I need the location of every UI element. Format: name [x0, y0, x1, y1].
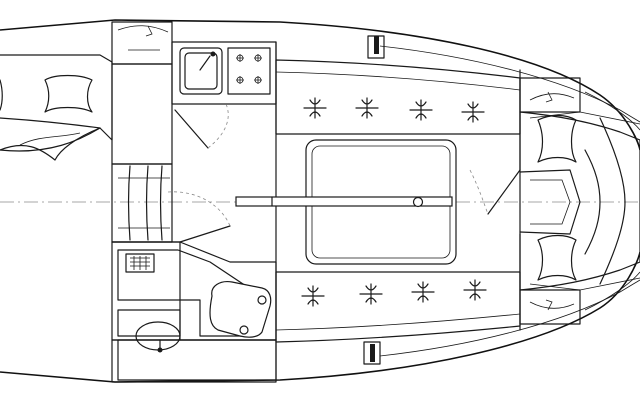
forward-v-berth — [469, 69, 640, 331]
chainplate-top — [374, 36, 379, 54]
settee-top-back — [275, 71, 521, 91]
aft-bulkhead — [111, 63, 173, 165]
hatch-icon — [529, 91, 575, 103]
hatch-icon — [529, 299, 575, 311]
aft-bedsheet-crease — [19, 132, 81, 146]
v-berth-centre — [519, 169, 581, 235]
chainplate-bottom-frame — [363, 341, 381, 365]
aft-bedsheet-fold — [0, 117, 101, 161]
head-lower-locker — [117, 339, 277, 381]
step-tread — [118, 177, 170, 229]
door-swing-icon — [469, 169, 489, 215]
pillow-icon — [537, 114, 577, 163]
pillow-icon — [537, 234, 577, 281]
stove-icon — [227, 47, 271, 95]
locker-bottom — [111, 339, 277, 383]
sink-icon — [117, 309, 181, 353]
bow-inner-bottom — [584, 271, 640, 311]
mast-step-icon — [412, 196, 424, 208]
pillow-icon — [44, 74, 93, 113]
chainplate-top-frame — [367, 35, 385, 59]
pillow-icon — [0, 79, 3, 111]
v-berth-sheet — [584, 117, 626, 285]
saloon — [235, 35, 521, 365]
galley-door — [174, 109, 209, 149]
bow-locker-top — [519, 77, 581, 113]
head-door — [179, 225, 231, 243]
forward-door — [487, 169, 521, 215]
companionway-steps — [111, 163, 173, 243]
bow-inner-top — [584, 91, 640, 131]
chainplate-bottom — [370, 344, 375, 362]
settee-bottom-back — [275, 313, 521, 331]
galley-counter — [171, 41, 277, 105]
door-swing-icon — [167, 191, 231, 227]
head — [111, 191, 277, 381]
settee-top — [275, 59, 521, 135]
sink-tap — [199, 55, 211, 71]
bow-locker-bottom — [519, 289, 581, 325]
button-tuft-icon — [301, 97, 487, 307]
locker-top-hinge — [145, 25, 153, 37]
locker-top-curve — [117, 25, 169, 51]
vent-grille — [125, 253, 155, 273]
step-3 — [159, 165, 163, 241]
v-berth-centre-inner — [530, 179, 571, 225]
hull-outline-bottom — [0, 251, 640, 383]
step-1 — [127, 165, 131, 241]
aft-cabin — [0, 54, 113, 161]
vent-grille-lines — [130, 256, 150, 270]
sink-drain — [210, 51, 216, 57]
locker-top — [111, 21, 173, 65]
sink-icon — [179, 47, 223, 95]
steps-frame — [111, 163, 173, 243]
door-swing-icon — [207, 103, 229, 149]
toilet-icon — [209, 281, 272, 338]
tie-rod — [235, 196, 453, 207]
step-2 — [145, 165, 149, 241]
sink-basin — [184, 52, 218, 90]
hull-outline — [0, 19, 640, 151]
galley — [171, 41, 277, 149]
settee-bottom — [275, 271, 521, 343]
